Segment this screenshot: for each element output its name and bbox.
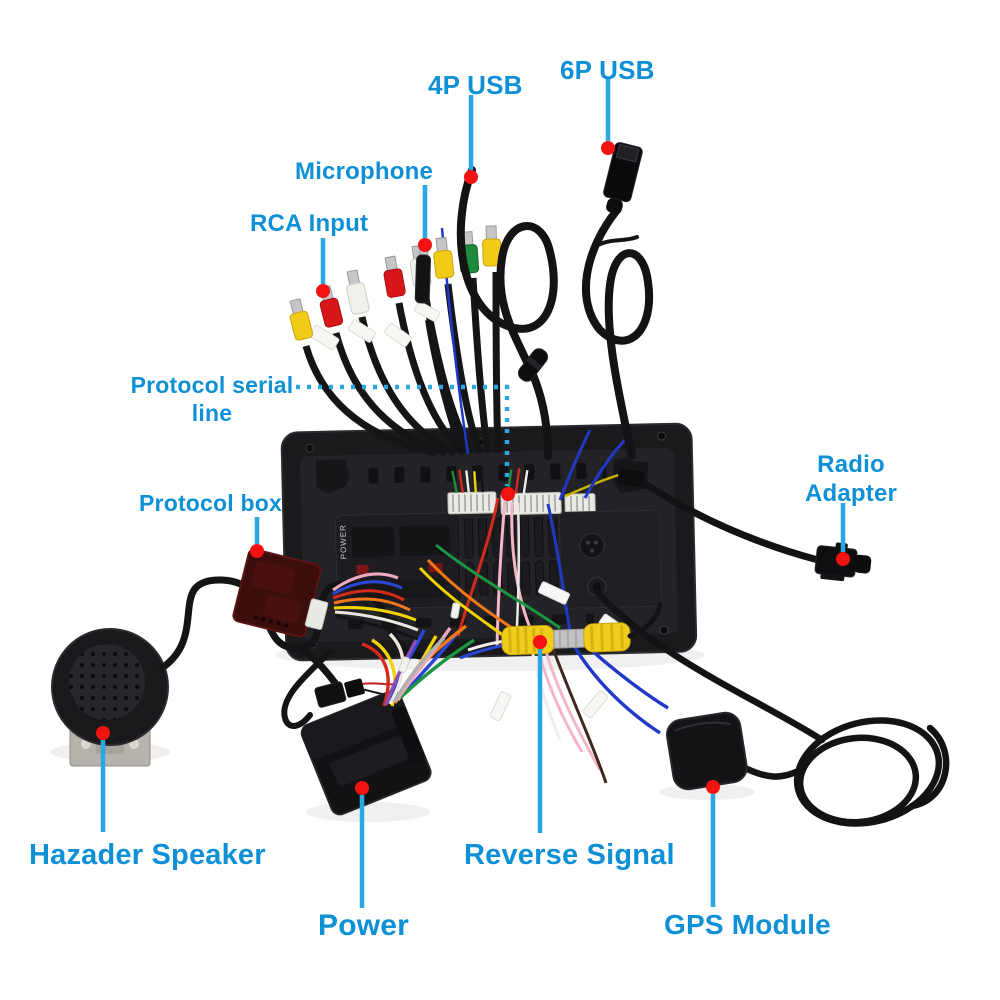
hanging-wires (459, 638, 669, 784)
power-connector (300, 690, 432, 816)
marker-6p-usb (601, 141, 615, 155)
mount-bracket-left (316, 459, 347, 494)
radio-adapter-cable (638, 478, 822, 564)
label-4p-usb: 4P USB (428, 70, 523, 100)
gps-antenna-socket (587, 577, 607, 597)
protocol-box-connector (304, 598, 329, 630)
gps-module-puck (665, 711, 748, 791)
rear-plate (558, 509, 662, 609)
usb-6p-female-connector (603, 142, 643, 214)
antenna-socket-3pin (579, 533, 605, 559)
label-hazader-speaker: Hazader Speaker (29, 839, 266, 871)
marker-protocol-serial (501, 487, 515, 501)
marker-hazader-speaker (96, 726, 110, 740)
usb-6p-cable (582, 206, 654, 460)
main-harness-socket: POWER (334, 512, 462, 610)
cable-tags (309, 301, 441, 351)
marker-4p-usb (464, 170, 478, 184)
cable-ties (398, 602, 461, 673)
reverse-signal-jack (501, 622, 631, 656)
marker-protocol-box (250, 544, 264, 558)
marker-reverse-signal (533, 635, 547, 649)
speaker-cable (158, 576, 424, 688)
marker-power (355, 781, 369, 795)
label-power: Power (318, 909, 410, 942)
marker-dots (96, 141, 850, 795)
rca-plug-red (383, 255, 406, 298)
power-port-label: POWER (338, 524, 348, 559)
hazard-speaker (51, 628, 169, 746)
rca-plug-yellow (433, 236, 455, 279)
label-radio-adapter: Radio Adapter (804, 451, 898, 507)
label-rca-input: RCA Input (250, 210, 369, 237)
reverse-jack-cable (627, 601, 663, 639)
protocol-box (232, 548, 329, 638)
radio-adapter-connector (814, 542, 872, 582)
label-protocol-serial-line: Protocol serial line (130, 372, 294, 426)
label-microphone: Microphone (295, 158, 433, 185)
wiring-connector-strips (447, 491, 596, 516)
label-6p-usb: 6P USB (560, 55, 655, 85)
rca-plug-yellow (482, 225, 502, 267)
label-gps-module: GPS Module (664, 909, 831, 940)
marker-rca-input (316, 284, 330, 298)
rca-plug-white (346, 269, 370, 315)
marker-microphone (418, 238, 432, 252)
rca-plug-row (289, 225, 502, 341)
usb-4p-inline-connector (517, 348, 549, 382)
marker-radio-adapter (836, 552, 850, 566)
gps-cable-coil (793, 717, 943, 827)
marker-gps-module (706, 780, 720, 794)
leader-lines (100, 78, 846, 908)
rca-plug-yellow (289, 298, 314, 341)
connector-pigtail-wires (451, 468, 619, 498)
protocol-box-wires (332, 572, 421, 642)
harness-loop-cable (281, 649, 333, 729)
label-protocol-box: Protocol box (139, 490, 282, 516)
label-reverse-signal: Reverse Signal (464, 839, 675, 871)
leader-protocol-serial-dotted (296, 384, 510, 486)
microphone-cable (425, 319, 465, 455)
radio-adapter-plug-at-unit (617, 468, 645, 488)
